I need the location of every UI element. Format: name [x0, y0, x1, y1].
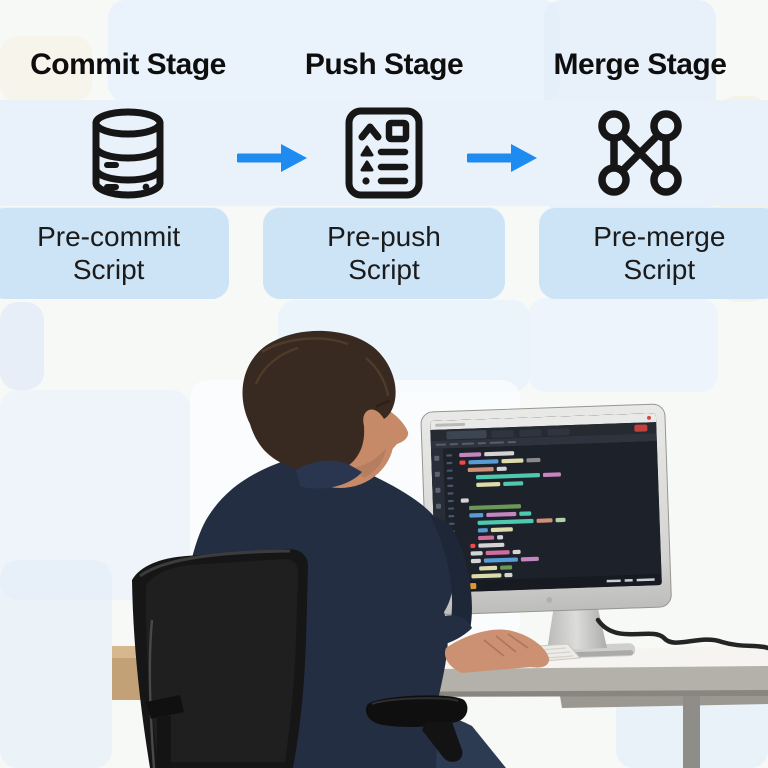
editor-tab — [547, 428, 570, 436]
box-label-line: Script — [72, 254, 145, 285]
code-editor-lines — [459, 451, 566, 579]
box-label-line: Pre-commit — [37, 221, 181, 252]
box-label-line: Script — [348, 254, 420, 285]
stage-title-merge: Merge Stage — [553, 48, 727, 81]
stage-title-commit: Commit Stage — [30, 48, 226, 81]
box-label-line: Script — [623, 254, 696, 285]
tab-bar-badge — [634, 424, 648, 432]
hair — [242, 330, 396, 472]
editor-tab — [519, 429, 542, 437]
shirt-sleeve — [430, 515, 472, 642]
armrest-support — [422, 722, 463, 762]
merge-graph-icon — [598, 110, 682, 196]
stage-icons-row — [0, 100, 768, 206]
nose — [388, 410, 409, 454]
pre-push-script-box: Pre-push Script — [263, 207, 505, 299]
background-tile — [528, 298, 718, 392]
monitor — [420, 403, 672, 661]
editor-tab-active — [446, 430, 487, 440]
power-cable — [595, 617, 768, 651]
right-armrest — [365, 695, 468, 727]
developer-photo — [0, 320, 768, 768]
stage-title-push: Push Stage — [304, 48, 464, 81]
browser-chrome-bar — [429, 413, 657, 430]
monitor-logo — [546, 596, 553, 603]
background-tile — [0, 560, 112, 768]
pre-commit-script-box: Pre-commit Script — [0, 207, 230, 299]
box-label-line: Pre-merge — [593, 221, 726, 252]
flow-arrow — [237, 144, 307, 172]
status-bar-right-text — [606, 578, 655, 583]
eyebrow — [375, 399, 391, 408]
script-boxes-row: Pre-commit Script Pre-push Script Pre-me… — [0, 207, 768, 299]
pre-merge-script-box: Pre-merge Script — [538, 207, 768, 299]
editor-tab — [491, 430, 514, 438]
background-tile — [0, 36, 92, 102]
left-armrest — [146, 695, 184, 719]
flow-arrow — [467, 144, 537, 172]
background-tile — [0, 302, 44, 390]
editor-menu-bar — [430, 433, 657, 449]
pipeline-diagram: Commit Stage Push Stage Merge Stage — [0, 0, 768, 310]
checklist-document-icon — [345, 107, 423, 199]
box-label-line: Pre-push — [327, 221, 441, 252]
editor-tab-bar — [430, 422, 657, 441]
code-area — [430, 441, 662, 582]
database-icon — [92, 108, 164, 199]
shirt-collar — [296, 460, 362, 489]
office-chair — [132, 549, 468, 768]
chrome-close-dot — [647, 415, 652, 420]
stage-titles-row: Commit Stage Push Stage Merge Stage — [0, 48, 768, 82]
status-bar — [435, 574, 662, 593]
background-tile — [108, 0, 560, 102]
code-editor — [429, 413, 662, 593]
